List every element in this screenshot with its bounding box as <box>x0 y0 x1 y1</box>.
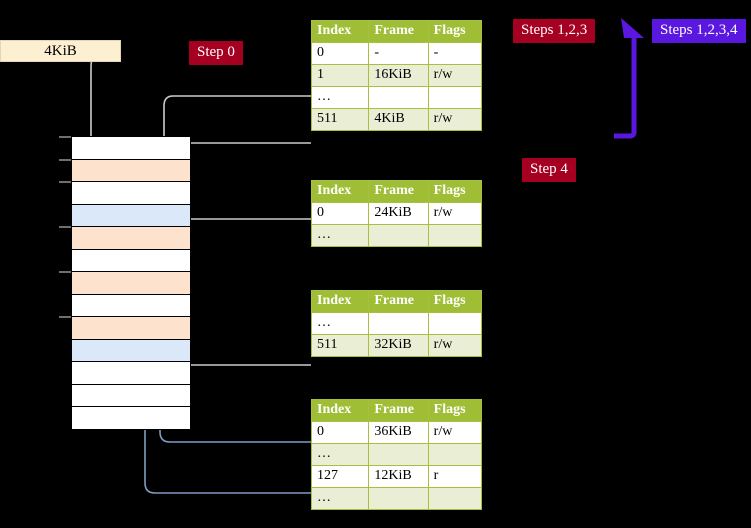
memory-row <box>71 248 191 272</box>
memory-row <box>71 316 191 340</box>
column-header-index: Index <box>310 290 370 313</box>
table-cell <box>427 443 483 466</box>
column-header-index: Index <box>310 399 370 422</box>
table-row: … <box>310 443 483 466</box>
table-cell: 32KiB <box>368 334 429 357</box>
table-cell <box>427 312 483 335</box>
table-row: … <box>310 86 483 109</box>
memory-tick-mark <box>59 316 71 318</box>
table-cell: 511 <box>310 334 370 357</box>
memory-row <box>71 271 191 295</box>
table-cell: 0 <box>310 421 370 444</box>
table-cell: 511 <box>310 108 370 131</box>
column-header-index: Index <box>310 180 370 203</box>
table-cell: r/w <box>427 108 483 131</box>
memory-row <box>71 181 191 205</box>
memory-tick-mark <box>59 136 71 138</box>
table-cell: 24KiB <box>368 202 429 225</box>
table-cell: … <box>310 86 370 109</box>
column-header-flags: Flags <box>427 180 483 203</box>
table-cell: 0 <box>310 42 370 65</box>
table-cell <box>368 224 429 247</box>
table-cell: … <box>310 224 370 247</box>
table-cell: 0 <box>310 202 370 225</box>
table-cell <box>427 487 483 510</box>
column-header-frame: Frame <box>368 180 429 203</box>
table-cell <box>427 86 483 109</box>
memory-size-label: 4KiB <box>0 40 121 62</box>
memory-tick-mark <box>59 271 71 273</box>
steps-123-badge: Steps 1,2,3 <box>513 19 596 43</box>
table-cell <box>368 487 429 510</box>
table-cell: 36KiB <box>368 421 429 444</box>
table-cell <box>368 312 429 335</box>
table-cell: … <box>310 312 370 335</box>
column-header-frame: Frame <box>368 399 429 422</box>
table-row: … <box>310 487 483 510</box>
memory-row <box>71 338 191 362</box>
table-cell <box>368 86 429 109</box>
column-header-flags: Flags <box>427 20 483 43</box>
steps-1234-badge: Steps 1,2,3,4 <box>652 19 746 43</box>
column-header-flags: Flags <box>427 290 483 313</box>
memory-row <box>71 293 191 317</box>
table-row: … <box>310 224 483 247</box>
wire-table3-row511 <box>177 314 311 366</box>
table-cell: … <box>310 443 370 466</box>
table-cell: r/w <box>427 421 483 444</box>
memory-tick-mark <box>59 226 71 228</box>
memory-tick-mark <box>59 158 71 161</box>
column-header-frame: Frame <box>368 290 429 313</box>
table-cell: 16KiB <box>368 64 429 87</box>
column-header-index: Index <box>310 20 370 43</box>
table-row: 0-- <box>310 42 483 65</box>
memory-row <box>71 158 191 182</box>
memory-row <box>71 406 191 430</box>
table-cell: 4KiB <box>368 108 429 131</box>
memory-row <box>71 226 191 250</box>
table-cell: r/w <box>427 202 483 225</box>
steps-bracket-arrow <box>614 18 644 139</box>
wire-table1-row511 <box>177 142 311 156</box>
table-cell: 1 <box>310 64 370 87</box>
memory-tick-mark <box>59 181 71 183</box>
table-cell <box>368 443 429 466</box>
wire-table2-row0 <box>175 218 311 257</box>
table-cell: … <box>310 487 370 510</box>
column-header-frame: Frame <box>368 20 429 43</box>
memory-row <box>71 383 191 407</box>
table-cell: r/w <box>427 334 483 357</box>
table-cell: 12KiB <box>368 465 429 488</box>
step-0-badge: Step 0 <box>189 41 243 65</box>
table-cell: r <box>427 465 483 488</box>
memory-column <box>71 136 191 430</box>
table-row: … <box>310 312 483 335</box>
memory-row <box>71 136 191 160</box>
table-cell: - <box>368 42 429 65</box>
table-cell: r/w <box>427 64 483 87</box>
memory-row <box>71 203 191 227</box>
step-4-badge: Step 4 <box>522 158 576 182</box>
table-cell: 127 <box>310 465 370 488</box>
memory-row <box>71 361 191 385</box>
table-cell: - <box>427 42 483 65</box>
column-header-flags: Flags <box>427 399 483 422</box>
table-cell <box>427 224 483 247</box>
